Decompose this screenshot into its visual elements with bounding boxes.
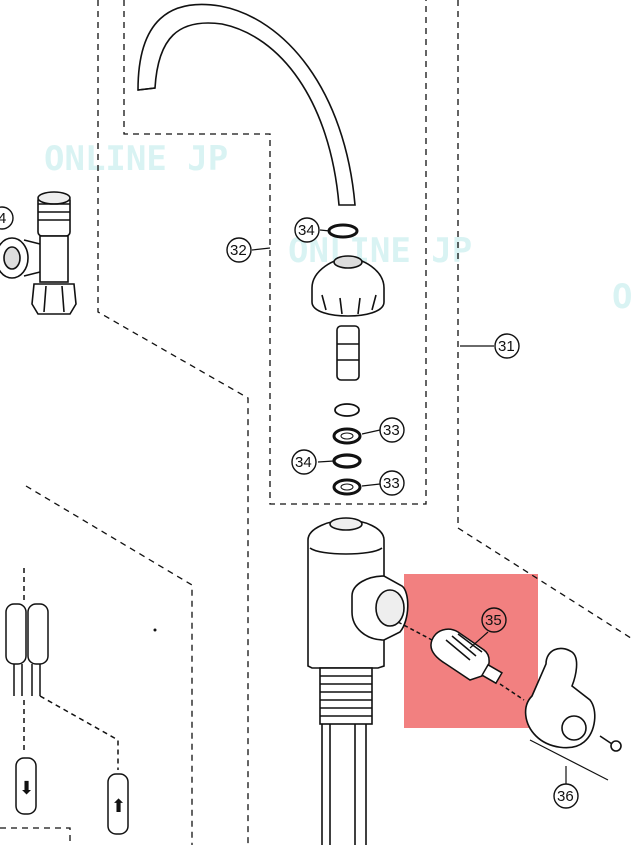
cartridge-35[interactable] bbox=[397, 621, 525, 701]
o-ring-34-mid bbox=[332, 453, 362, 469]
watermark-1: ONLINE JP bbox=[44, 139, 228, 179]
svg-text:32: 32 bbox=[230, 242, 247, 259]
callout-35[interactable]: 35 bbox=[481, 607, 507, 633]
shaft bbox=[336, 325, 360, 381]
callout-33-upper[interactable]: 33 bbox=[379, 417, 405, 443]
watermark-3: ON bbox=[612, 277, 634, 317]
svg-text:34: 34 bbox=[298, 222, 315, 239]
callout-33-lower[interactable]: 33 bbox=[379, 470, 405, 496]
cap-nut bbox=[311, 255, 385, 317]
tee-fitting bbox=[0, 191, 77, 315]
callout-34-mid[interactable]: 34 bbox=[291, 449, 317, 475]
watermark-2: ONLINE JP bbox=[288, 231, 472, 271]
hose-assembly bbox=[5, 568, 129, 835]
outline-32 bbox=[123, 0, 427, 505]
faucet-body bbox=[307, 517, 409, 845]
svg-text:31: 31 bbox=[498, 338, 515, 355]
callout-32[interactable]: 32 bbox=[226, 237, 252, 263]
svg-text:36: 36 bbox=[557, 788, 574, 805]
washer-1 bbox=[334, 403, 360, 417]
callout-36[interactable]: 36 bbox=[553, 783, 579, 809]
callout-31[interactable]: 31 bbox=[494, 333, 520, 359]
svg-text:33: 33 bbox=[383, 422, 400, 439]
svg-text:4: 4 bbox=[0, 210, 6, 227]
dot-mark bbox=[153, 628, 157, 632]
callout-4[interactable]: 4 bbox=[0, 206, 14, 230]
lever-handle bbox=[524, 647, 622, 752]
svg-text:33: 33 bbox=[383, 475, 400, 492]
arrow-down-icon: ⬇ bbox=[19, 778, 34, 799]
svg-text:35: 35 bbox=[485, 612, 502, 629]
arrow-up-icon: ⬆ bbox=[111, 796, 126, 817]
spout bbox=[137, 3, 356, 206]
washer-stack bbox=[332, 403, 362, 496]
leader-lines bbox=[251, 229, 609, 784]
svg-text:34: 34 bbox=[295, 454, 312, 471]
callout-34-top[interactable]: 34 bbox=[294, 217, 320, 243]
